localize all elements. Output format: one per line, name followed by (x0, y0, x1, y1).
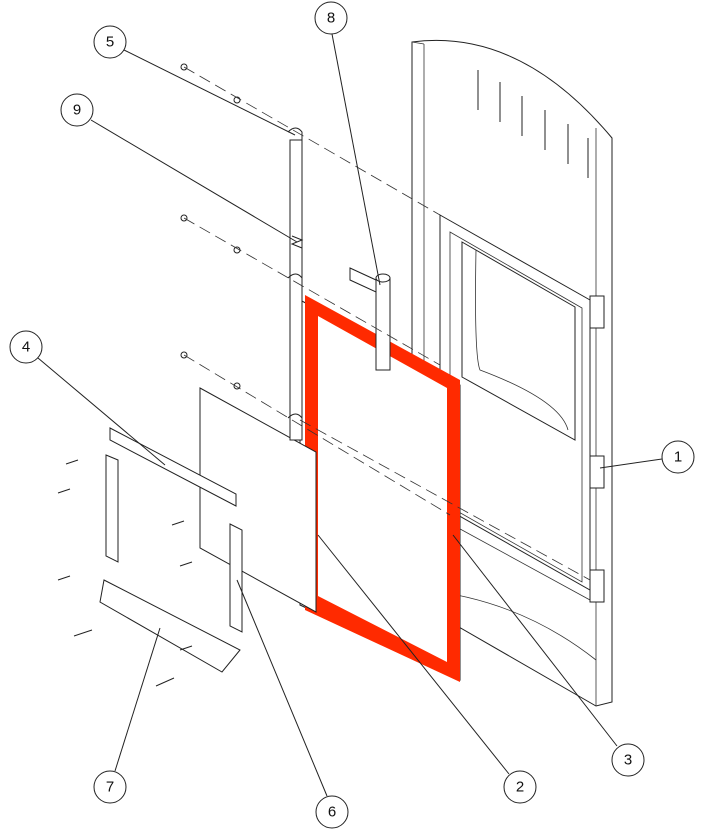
svg-text:9: 9 (73, 102, 81, 119)
svg-text:6: 6 (328, 804, 336, 821)
callout-2: 2 (503, 770, 537, 804)
svg-text:3: 3 (624, 752, 632, 769)
svg-text:4: 4 (22, 339, 30, 356)
svg-text:1: 1 (674, 449, 682, 466)
svg-text:8: 8 (327, 10, 335, 27)
svg-text:7: 7 (106, 779, 114, 796)
leader-lines (37, 33, 663, 797)
callout-6: 6 (315, 795, 349, 829)
callout-9: 9 (60, 93, 94, 127)
assembly-lines (183, 66, 591, 581)
handle-rod (349, 267, 391, 371)
door-body (411, 39, 613, 707)
svg-text:2: 2 (516, 779, 524, 796)
callout-3: 3 (611, 743, 645, 777)
fasteners (57, 63, 241, 687)
svg-text:5: 5 (106, 34, 114, 51)
callout-7: 7 (93, 770, 127, 804)
callout-1: 1 (661, 440, 695, 474)
inner-panel (199, 387, 317, 613)
hinge-rail (287, 127, 304, 441)
callout-4: 4 (9, 330, 43, 364)
brackets (99, 427, 243, 673)
callout-8: 8 (314, 1, 348, 35)
callout-5: 5 (93, 25, 127, 59)
